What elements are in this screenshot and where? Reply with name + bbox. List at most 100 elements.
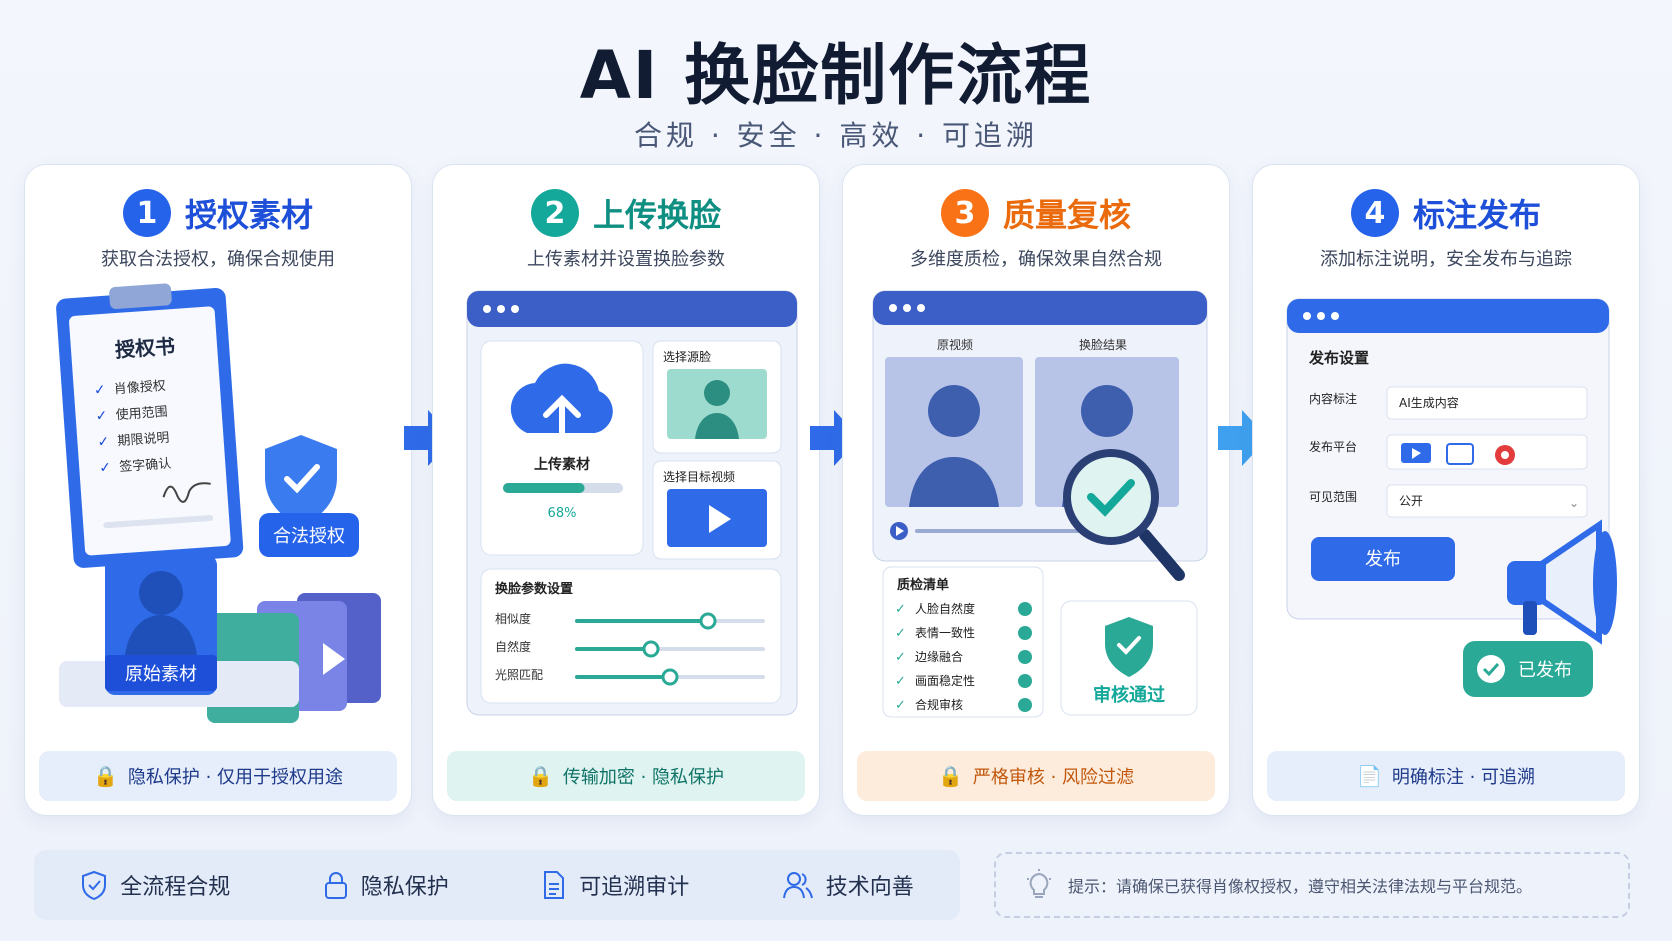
step-number-badge: 1 [122,189,171,237]
param-label: 自然度 [495,639,531,654]
lock-icon [324,872,347,899]
feature-item: 全流程合规 [80,869,230,901]
step-title: 质量复核 [1002,196,1131,234]
users-icon [782,872,813,899]
feature-bar: 全流程合规 隐私保护 可追溯审计 技术向善 [34,850,960,920]
svg-text:✓: ✓ [895,698,906,713]
svg-text:✓: ✓ [895,602,906,617]
progress-text: 68% [548,506,577,521]
doc-item: 期限说明 [117,431,170,450]
doc-item: 使用范围 [115,404,168,424]
review-illustration: 原视频 换脸结果 质检清单 ✓人脸自然度 ✓表情一致性 ✓边缘融合 ✓画面稳定性… [872,290,1208,718]
step-title: 授权素材 [184,196,313,234]
step-title: 标注发布 [1412,196,1541,234]
page-title: AI 换脸制作流程 [579,37,1093,114]
lightbulb-icon [1027,869,1051,898]
original-label: 原视频 [937,337,973,352]
footer-text: 隐私保护 · 仅用于授权用途 [127,767,344,788]
doc-checklist: ✓肖像授权 ✓使用范围 ✓期限说明 ✓签字确认 [93,378,171,477]
signature-icon [162,482,211,503]
check-item: 画面稳定性 [915,673,975,688]
megaphone-icon [1507,519,1617,645]
person-icon [125,571,197,655]
feature-label: 全流程合规 [120,875,231,900]
publish-illustration: 发布设置 内容标注 AI生成内容 发布平台 可见范围 公开 ⌄ 发布 已发布 [1286,298,1617,697]
svg-text:✓: ✓ [99,460,112,477]
document-icon: 📄 [1356,764,1382,788]
legal-badge: 合法授权 [273,526,345,547]
footer-text: 明确标注 · 可追溯 [1391,767,1536,788]
step-footer: 📄 明确标注 · 可追溯 [1267,751,1625,801]
svg-text:✓: ✓ [895,650,906,665]
visibility-label: 可见范围 [1309,490,1357,504]
shield-icon [265,435,337,527]
svg-text:✓: ✓ [93,382,106,399]
slider-handle[interactable] [642,640,660,658]
footer-text: 严格审核 · 风险过滤 [972,767,1135,788]
param-label: 相似度 [495,611,531,626]
chevron-down-icon: ⌄ [1569,496,1579,510]
check-circle-icon [1477,655,1505,683]
svg-text:✓: ✓ [895,674,906,689]
lock-icon: 🔒 [92,764,118,788]
slider-fill [575,619,708,623]
feature-label: 隐私保护 [360,875,449,900]
checklist-title: 质检清单 [897,577,949,593]
flow-arrow-icon [810,410,860,466]
lock-icon: 🔒 [527,764,553,788]
cloud-upload-icon [510,363,613,446]
document-icon [544,871,565,899]
media-label: 原始素材 [125,664,197,685]
publish-button-label: 发布 [1365,549,1401,570]
approved-label: 审核通过 [1093,684,1165,706]
visibility-value: 公开 [1399,494,1423,508]
step-footer: 🔒 传输加密 · 隐私保护 [447,751,805,801]
check-item: 合规审核 [915,697,963,712]
feature-label: 可追溯审计 [579,875,690,900]
step-description: 上传素材并设置换脸参数 [527,249,725,270]
publish-button[interactable] [1311,537,1455,581]
shield-check-icon [82,870,107,900]
quality-checklist: ✓人脸自然度 ✓表情一致性 ✓边缘融合 ✓画面稳定性 ✓合规审核 [895,601,1032,713]
step-number-badge: 3 [940,189,989,237]
result-label: 换脸结果 [1079,338,1127,352]
source-label: 选择源脸 [663,350,711,364]
params-title: 换脸参数设置 [495,581,573,597]
target-label: 选择目标视频 [663,469,735,484]
person-icon [695,380,739,439]
check-item: 边缘融合 [915,649,963,664]
play-icon [709,505,731,533]
param-label: 光照匹配 [495,668,543,682]
step-title: 上传换脸 [592,196,721,234]
page-subtitle: 合规 · 安全 · 高效 · 可追溯 [633,119,1039,152]
slider-handle[interactable] [699,612,717,630]
step-card-3: 3 质量复核 多维度质检，确保效果自然合规 原视频 换脸结果 质检清单 ✓ 人脸自… [842,164,1230,816]
step-description: 添加标注说明，安全发布与追踪 [1320,249,1572,270]
upload-label: 上传素材 [534,456,590,473]
step-description: 获取合法授权，确保合规使用 [101,249,335,270]
step-card-4: 4 标注发布 添加标注说明，安全发布与追踪 发布设置 内容标注 AI生成内容 发… [1252,164,1640,816]
step-card-1: 1 授权素材 获取合法授权，确保合规使用 授权书 ✓肖像授权 ✓使用范围 ✓期限… [24,164,412,816]
feature-label: 技术向善 [825,875,914,900]
content-label: 内容标注 [1309,391,1357,406]
person-icon [909,385,999,507]
svg-text:✓: ✓ [95,408,108,425]
slider-handle[interactable] [661,668,679,686]
check-item: 人脸自然度 [915,601,975,616]
settings-title: 发布设置 [1308,349,1369,367]
flow-arrow-icon [404,410,454,466]
tv-platform-icon [1446,443,1474,465]
feature-item: 技术向善 [782,869,914,901]
feature-item: 可追溯审计 [541,869,689,901]
step-number-badge: 2 [530,189,579,237]
doc-item: 签字确认 [119,456,172,476]
step-description: 多维度质检，确保效果自然合规 [910,249,1162,270]
lock-icon: 🔒 [937,764,963,788]
svg-text:✓: ✓ [895,626,906,641]
doc-title: 授权书 [114,334,176,362]
progress-fill [503,483,585,493]
step-number-badge: 4 [1350,189,1399,237]
footer-text: 传输加密 · 隐私保护 [562,767,725,788]
approved-shield-icon [1105,617,1153,677]
